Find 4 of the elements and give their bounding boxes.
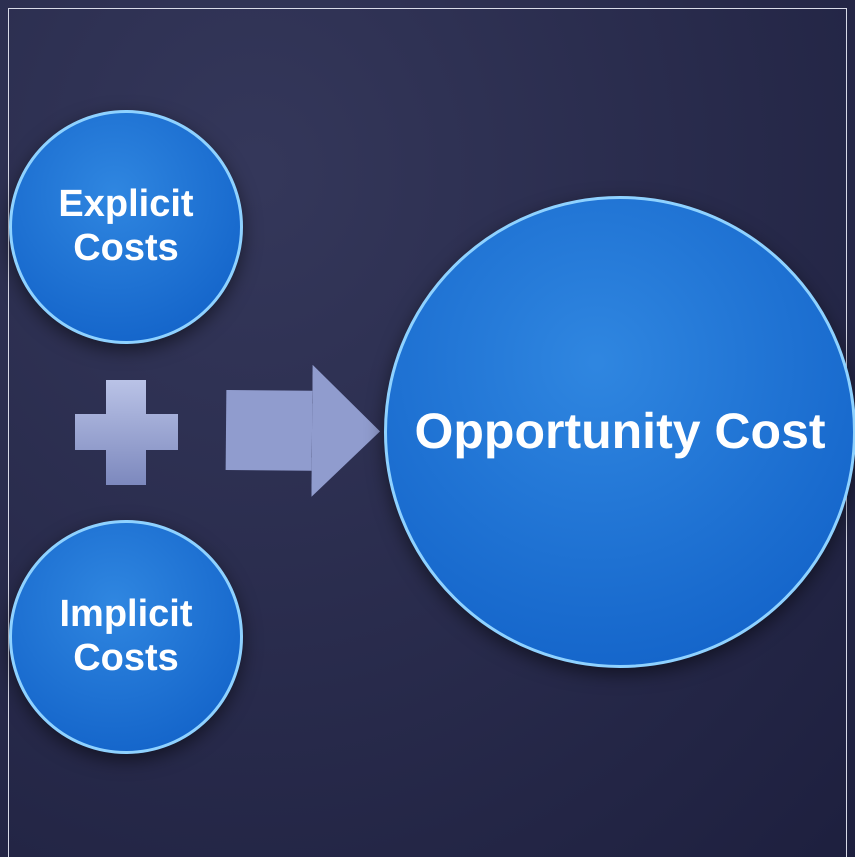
node-label: Opportunity Cost xyxy=(413,403,827,461)
node-label: Explicit Costs xyxy=(57,183,195,271)
block-arrow xyxy=(226,364,380,497)
node-label: Implicit Costs xyxy=(58,593,194,681)
